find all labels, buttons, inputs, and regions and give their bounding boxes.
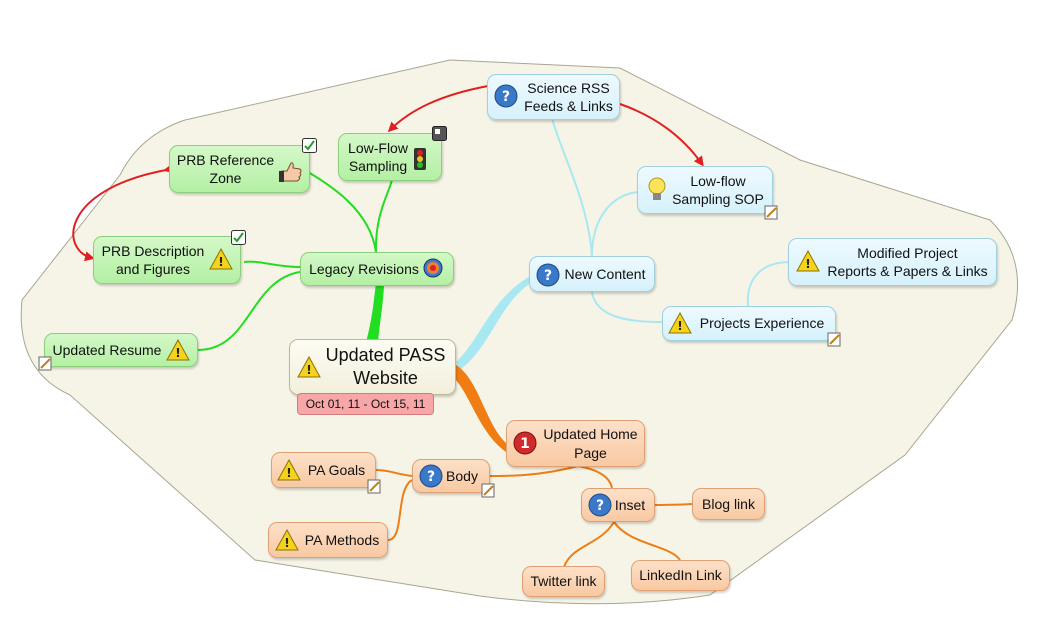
low-flow-sop-label: Low-flow Sampling SOP [672, 172, 764, 207]
branch-projects-modified [746, 261, 791, 307]
question-icon: ? [588, 493, 612, 517]
branch-legacy-resume [197, 271, 301, 351]
linkedin-link-node[interactable]: LinkedIn Link [631, 560, 730, 591]
updated-home-page-node[interactable]: Updated Home Page [506, 420, 645, 467]
note-icon [764, 205, 778, 220]
central-topic-label: Updated PASS Website [325, 344, 446, 388]
pa-methods-label: PA Methods [304, 531, 380, 548]
question-icon: ? [536, 263, 560, 287]
question-icon: ? [494, 84, 518, 108]
branch-legacy-prbdesc [243, 260, 301, 268]
low-flow-sampling-node[interactable]: Low-Flow Sampling [338, 133, 442, 181]
prb-description-node[interactable]: PRB Description and Figures [93, 236, 241, 284]
projects-experience-node[interactable]: Projects Experience [662, 306, 836, 341]
note-icon [827, 332, 841, 347]
relation-rss-to-lowflow [387, 85, 489, 133]
branch-homepage-inset [577, 465, 613, 489]
svg-text:?: ? [544, 268, 552, 284]
branch-central-newcontent [456, 276, 532, 370]
svg-text:!: ! [284, 536, 289, 550]
svg-text:?: ? [596, 498, 604, 514]
inset-label: Inset [614, 496, 646, 513]
low-flow-sampling-label: Low-Flow Sampling [348, 139, 408, 174]
map-boundary [20, 59, 1019, 605]
projects-experience-label: Projects Experience [699, 315, 825, 332]
note-icon [367, 479, 381, 494]
prb-reference-zone-label: PRB Reference Zone [176, 151, 275, 186]
branch-central-legacy [366, 282, 384, 342]
task-complete-icon [302, 138, 317, 153]
pa-goals-label: PA Goals [307, 461, 366, 478]
modified-project-node[interactable]: Modified Project Reports & Papers & Link… [788, 238, 997, 286]
branch-central-homepage [452, 364, 508, 452]
relation-prbref-prbdesc [72, 163, 174, 262]
branch-inset-linkedin [613, 521, 681, 561]
blog-link-node[interactable]: Blog link [692, 488, 765, 520]
branch-homepage-body [489, 465, 579, 477]
warning-icon: ! [297, 356, 321, 378]
task-complete-icon [231, 230, 246, 245]
body-label: Body [446, 467, 478, 484]
legacy-revisions-label: Legacy Revisions [309, 260, 419, 277]
warning-icon: ! [209, 248, 233, 270]
date-range-label: Oct 01, 11 - Oct 15, 11 [305, 397, 426, 411]
warning-icon: ! [275, 529, 299, 551]
warning-icon: ! [668, 312, 692, 334]
target-icon [423, 258, 443, 278]
branch-newcontent-projects [591, 291, 663, 323]
svg-text:!: ! [805, 257, 810, 271]
svg-text:?: ? [427, 469, 435, 485]
warning-icon: ! [277, 459, 301, 481]
svg-text:!: ! [286, 466, 291, 480]
light-bulb-icon [648, 177, 666, 200]
blog-link-label: Blog link [702, 495, 755, 512]
branch-body-pamethods [387, 479, 413, 541]
branch-inset-twitter [563, 521, 615, 568]
prb-reference-zone-node[interactable]: PRB Reference Zone [169, 145, 310, 193]
branch-body-pagoals [375, 469, 413, 477]
svg-text:1: 1 [520, 436, 530, 452]
branch-newcontent-sop [591, 191, 639, 257]
note-icon [481, 483, 495, 498]
twitter-link-label: Twitter link [530, 573, 597, 590]
svg-text:!: ! [677, 319, 682, 333]
traffic-light-icon [414, 148, 426, 170]
question-icon: ? [419, 464, 443, 488]
warning-icon: ! [796, 250, 820, 272]
updated-resume-label: Updated Resume [52, 341, 162, 358]
warning-icon: ! [166, 339, 190, 361]
new-content-label: New Content [564, 265, 646, 282]
thumbs-up-icon [279, 162, 302, 182]
twitter-link-node[interactable]: Twitter link [522, 566, 605, 597]
science-rss-label: Science RSS Feeds & Links [524, 79, 613, 114]
task-progress-icon [432, 126, 447, 141]
central-topic[interactable]: Updated PASS Website [289, 339, 456, 395]
linkedin-link-label: LinkedIn Link [639, 567, 722, 584]
svg-text:!: ! [306, 363, 311, 377]
svg-text:!: ! [175, 346, 180, 360]
relation-rss-to-sop [619, 103, 704, 167]
date-range-badge: Oct 01, 11 - Oct 15, 11 [297, 393, 434, 415]
note-icon [38, 356, 52, 371]
branch-legacy-prbref [307, 171, 377, 253]
priority-1-icon: 1 [513, 431, 537, 455]
svg-text:!: ! [218, 255, 223, 269]
modified-project-label: Modified Project Reports & Papers & Link… [827, 244, 988, 279]
svg-text:?: ? [502, 89, 510, 105]
branch-legacy-lowflow [374, 179, 393, 253]
updated-home-page-label: Updated Home Page [543, 426, 638, 461]
prb-description-label: PRB Description and Figures [101, 242, 205, 277]
branch-newcontent-rss [551, 117, 593, 257]
